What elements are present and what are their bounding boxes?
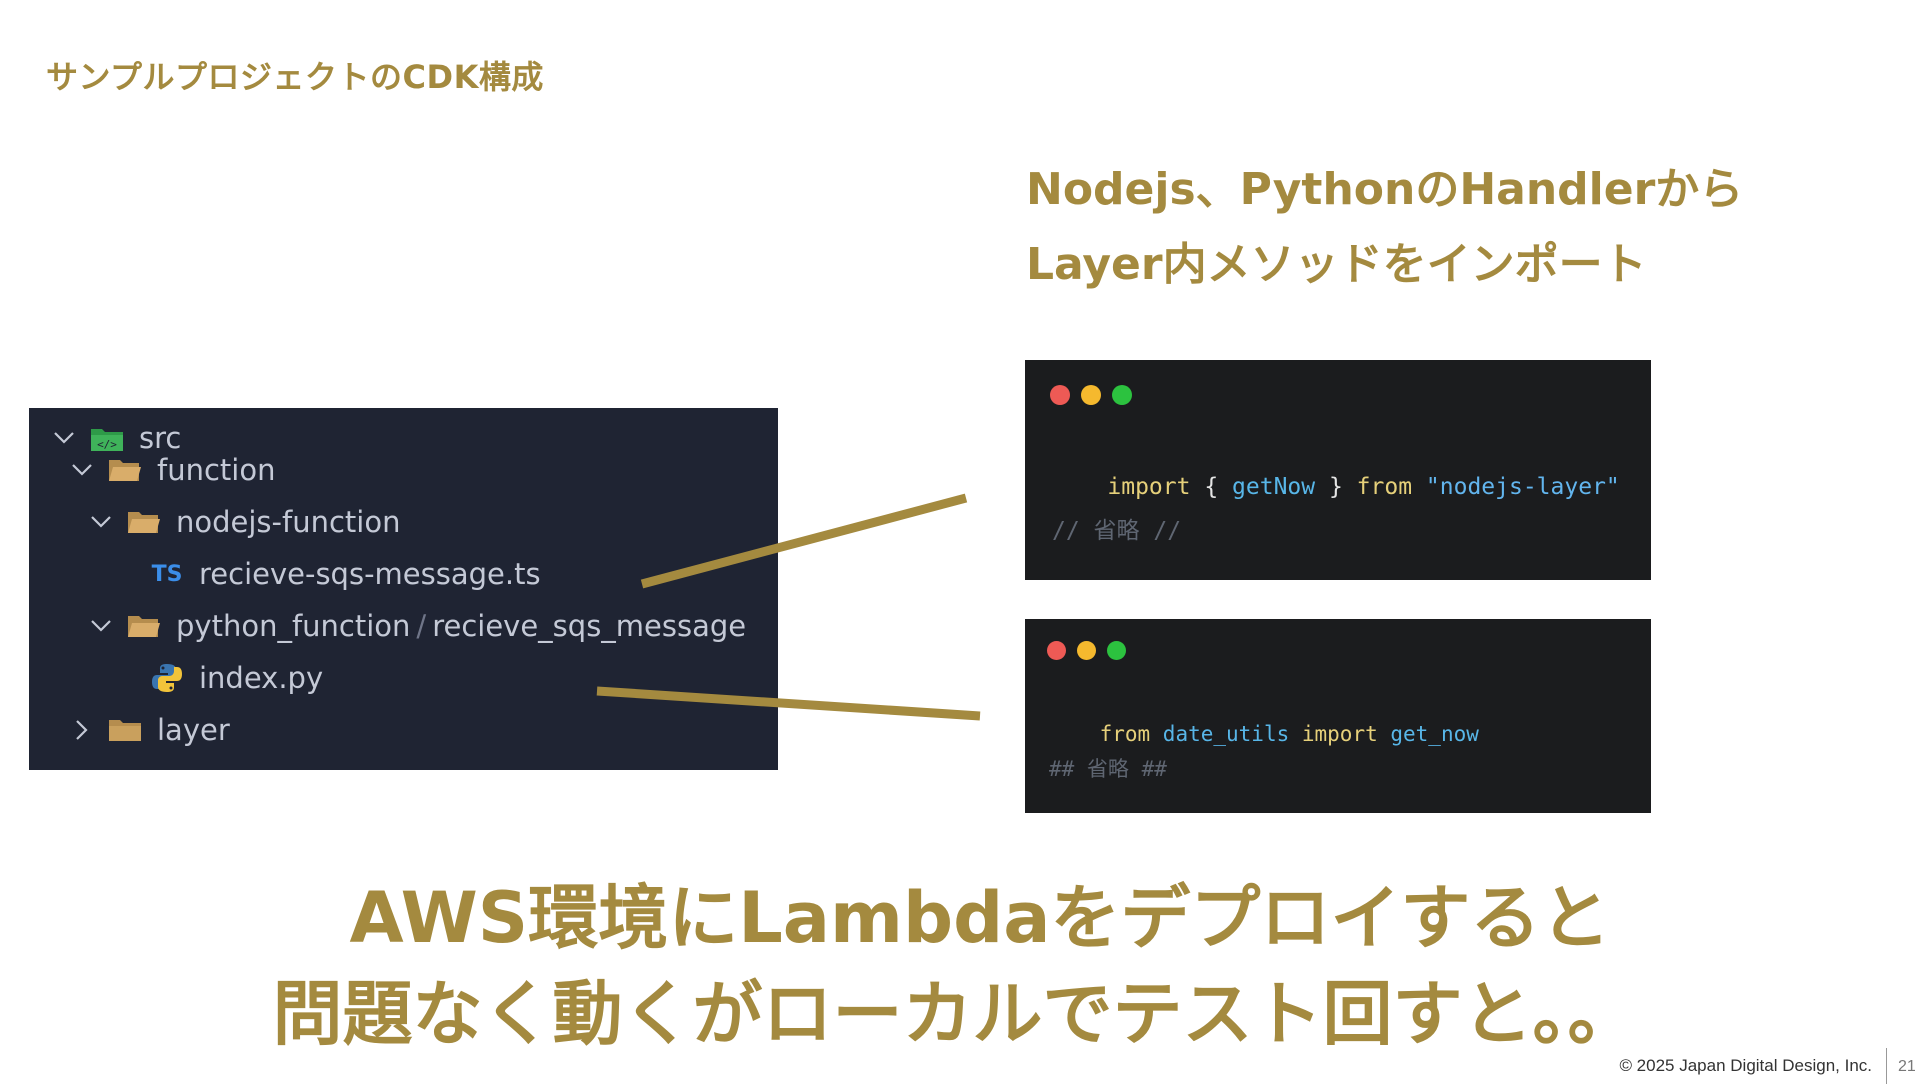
src-folder-icon: </> — [89, 423, 125, 453]
tree-item-label: recieve-sqs-message.ts — [199, 557, 541, 591]
code-line-import: import { getNow } from "nodejs-layer" — [1052, 448, 1620, 526]
window-controls — [1050, 385, 1132, 405]
code-keyword: from — [1099, 722, 1151, 746]
tree-item-src[interactable]: </> src — [51, 413, 181, 463]
bottom-message-line-1: AWS環境にLambdaをデプロイすると — [349, 877, 1611, 959]
path-separator: / — [416, 609, 427, 643]
tree-item-label: layer — [157, 713, 230, 747]
folder-closed-icon — [107, 715, 143, 745]
chevron-down-icon[interactable] — [88, 509, 114, 535]
typescript-file-icon: TS — [149, 558, 185, 590]
minimize-dot-icon — [1081, 385, 1101, 405]
folder-open-icon — [126, 611, 162, 641]
code-keyword: import — [1301, 722, 1378, 746]
tree-item-label: src — [139, 421, 182, 455]
window-controls — [1047, 641, 1126, 660]
connector-line-python — [596, 686, 981, 721]
footer-copyright: © 2025 Japan Digital Design, Inc. — [1619, 1056, 1872, 1075]
close-dot-icon — [1047, 641, 1066, 660]
connector-line-nodejs — [640, 493, 968, 589]
code-module: date_utils — [1150, 722, 1302, 746]
tree-item-python-file[interactable]: index.py — [149, 653, 323, 703]
tree-item-label: index.py — [199, 661, 324, 695]
folder-open-icon — [107, 455, 143, 485]
maximize-dot-icon — [1112, 385, 1132, 405]
tree-item-label: nodejs-function — [176, 505, 401, 539]
folder-open-icon — [126, 507, 162, 537]
file-explorer-panel: </> src function nodejs-function — [29, 408, 778, 770]
code-line-import: from date_utils import get_now — [1049, 698, 1479, 770]
tree-item-label-compact: recieve_sqs_message — [432, 609, 747, 643]
heading-line-1: Nodejs、PythonのHandlerから — [1026, 164, 1744, 215]
chevron-right-icon[interactable] — [69, 717, 95, 743]
page-number: 21 — [1898, 1058, 1916, 1075]
minimize-dot-icon — [1077, 641, 1096, 660]
footer-divider — [1886, 1048, 1887, 1084]
heading-line-2: Layer内メソッドをインポート — [1026, 239, 1647, 290]
code-comment: ## 省略 ## — [1049, 757, 1167, 781]
tree-item-layer[interactable]: layer — [69, 705, 230, 755]
tree-item-function[interactable]: function — [69, 445, 275, 495]
close-dot-icon — [1050, 385, 1070, 405]
code-punct: { — [1190, 474, 1233, 500]
svg-text:</>: </> — [97, 438, 117, 451]
code-punct: } — [1315, 474, 1357, 500]
ts-badge: TS — [151, 561, 183, 587]
code-comment: // 省略 // — [1052, 518, 1182, 544]
code-window-python: from date_utils import get_now ## 省略 ## — [1025, 619, 1651, 813]
code-identifier: getNow — [1232, 474, 1316, 500]
tree-item-ts-file[interactable]: TS recieve-sqs-message.ts — [149, 549, 541, 599]
slide-title: サンプルプロジェクトのCDK構成 — [46, 58, 544, 96]
chevron-down-icon[interactable] — [51, 425, 77, 451]
code-identifier: get_now — [1377, 722, 1479, 746]
tree-item-nodejs-function[interactable]: nodejs-function — [88, 497, 400, 547]
code-keyword: import — [1107, 474, 1191, 500]
code-string: "nodejs-layer" — [1412, 474, 1620, 500]
tree-item-python-function[interactable]: python_function / recieve_sqs_message — [88, 601, 746, 651]
code-window-nodejs: import { getNow } from "nodejs-layer" //… — [1025, 360, 1651, 580]
tree-item-label: function — [157, 453, 276, 487]
maximize-dot-icon — [1107, 641, 1126, 660]
bottom-message-line-2: 問題なく動くがローカルでテスト回すと。。 — [272, 973, 1638, 1055]
python-file-icon — [149, 662, 185, 694]
code-keyword: from — [1356, 474, 1413, 500]
tree-item-label: python_function — [176, 609, 411, 643]
chevron-down-icon[interactable] — [88, 613, 114, 639]
chevron-down-icon[interactable] — [69, 457, 95, 483]
